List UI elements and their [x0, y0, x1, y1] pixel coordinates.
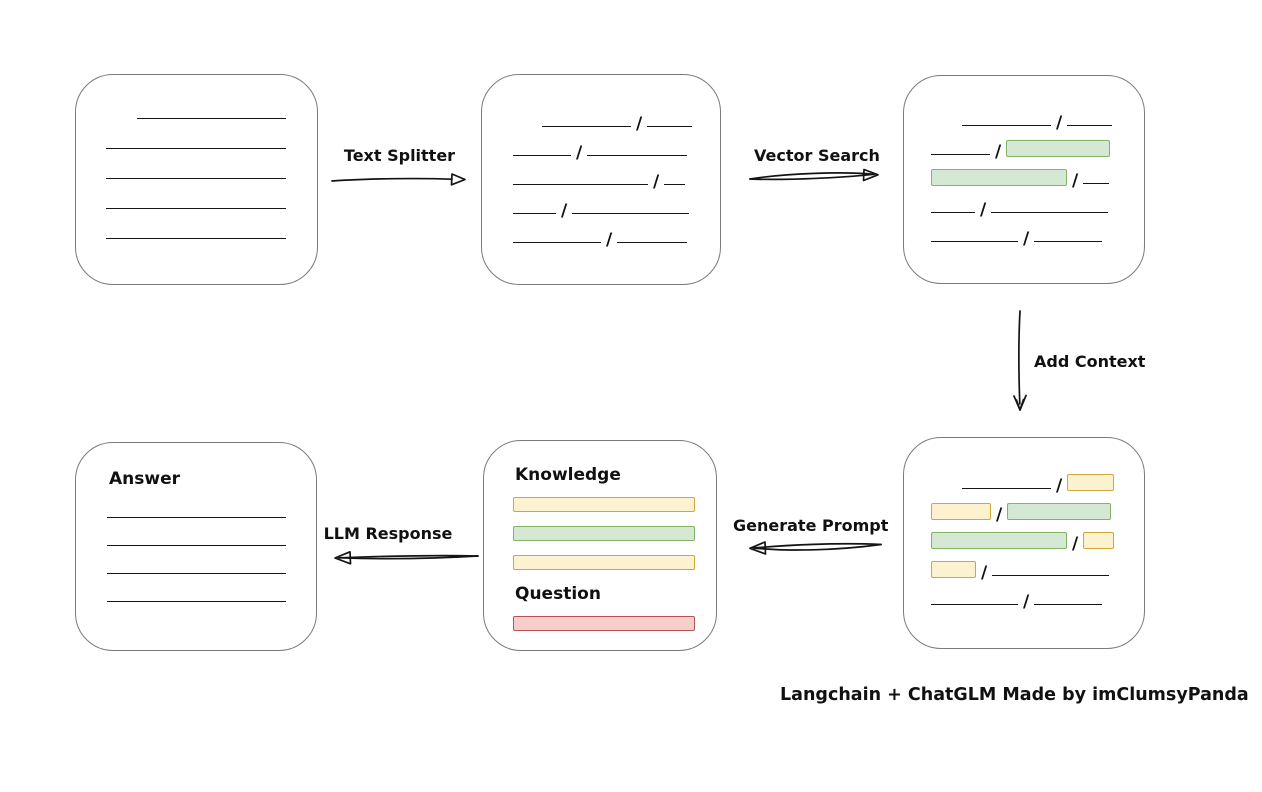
- text-line: [962, 125, 1051, 126]
- slash-separator: /: [1023, 592, 1030, 612]
- chunk-row: /: [513, 141, 720, 163]
- chunk-row: /: [513, 199, 720, 221]
- answer-box: Answer: [75, 442, 317, 651]
- text-line: [572, 213, 690, 214]
- chunk-row: /: [931, 169, 1144, 191]
- chunk-row: [106, 165, 317, 181]
- chunk-row: /: [931, 227, 1144, 249]
- yellow-prompt-bar: [513, 555, 695, 570]
- diagram-caption: Langchain + ChatGLM Made by imClumsyPand…: [780, 685, 1249, 705]
- text-line: [107, 601, 286, 602]
- chunk-row: [106, 195, 317, 211]
- llm-response-arrow-icon: [334, 550, 479, 565]
- add-context-label: Add Context: [1034, 352, 1146, 371]
- text-line: [931, 241, 1018, 242]
- text-line: [107, 573, 286, 574]
- chunk-row: [106, 135, 317, 151]
- text-line: [962, 488, 1051, 489]
- chunk-row: [106, 105, 317, 121]
- answer-lines: [107, 517, 316, 602]
- text-line: [106, 148, 286, 149]
- yellow-chunk-bar: [1067, 474, 1115, 491]
- chunk-row: [106, 225, 317, 241]
- slash-separator: /: [1056, 113, 1063, 133]
- slash-separator: /: [1072, 171, 1079, 191]
- text-line: [513, 213, 556, 214]
- chunk-row: /: [931, 590, 1144, 612]
- text-line: [513, 242, 601, 243]
- chunk-row: /: [513, 170, 720, 192]
- slash-separator: /: [1072, 534, 1079, 554]
- green-chunk-bar: [1006, 140, 1111, 157]
- yellow-chunk-bar: [1083, 532, 1115, 549]
- slash-separator: /: [996, 505, 1003, 525]
- generate-prompt-arrow-icon: [749, 541, 882, 555]
- green-chunk-bar: [931, 532, 1067, 549]
- yellow-chunk-bar: [931, 561, 976, 578]
- text-line: [107, 517, 286, 518]
- text-line: [106, 208, 286, 209]
- slash-separator: /: [1023, 229, 1030, 249]
- text-line: [542, 126, 631, 127]
- answer-label: Answer: [109, 469, 180, 489]
- text-line: [991, 212, 1109, 213]
- text-line: [931, 154, 990, 155]
- green-chunk-bar: [931, 169, 1067, 186]
- add-context-arrow-icon: [1013, 310, 1027, 411]
- text-splitter-arrow-icon: [331, 173, 466, 186]
- text-line: [137, 118, 286, 119]
- chunk-row: /: [931, 111, 1144, 133]
- chunk-row: /: [931, 140, 1144, 162]
- slash-separator: /: [606, 230, 613, 250]
- text-line: [107, 545, 286, 546]
- text-line: [1083, 183, 1110, 184]
- text-splitter-label: Text Splitter: [343, 146, 456, 165]
- context-box: / / / / /: [903, 437, 1145, 649]
- text-line: [106, 178, 286, 179]
- chunk-row: /: [513, 228, 720, 250]
- slash-separator: /: [981, 563, 988, 583]
- slash-separator: /: [995, 142, 1002, 162]
- vector-search-result-box: / / / / /: [903, 75, 1145, 284]
- chunk-row: /: [931, 198, 1144, 220]
- green-prompt-bar: [513, 526, 695, 541]
- yellow-chunk-bar: [931, 503, 991, 520]
- chunk-row: /: [931, 532, 1144, 554]
- chunk-row: /: [513, 112, 720, 134]
- slash-separator: /: [1056, 476, 1063, 496]
- text-line: [664, 184, 686, 185]
- chunk-row: /: [931, 503, 1144, 525]
- green-chunk-bar: [1007, 503, 1112, 520]
- text-line: [992, 575, 1110, 576]
- slash-separator: /: [980, 200, 987, 220]
- vector-search-arrow-icon: [749, 168, 879, 182]
- knowledge-label: Knowledge: [515, 465, 621, 485]
- llm-response-label: LLM Response: [323, 524, 453, 543]
- slash-separator: /: [561, 201, 568, 221]
- chunk-row: /: [931, 474, 1144, 496]
- text-line: [1067, 125, 1113, 126]
- text-line: [931, 212, 975, 213]
- text-line: [1034, 241, 1103, 242]
- question-label: Question: [515, 584, 601, 604]
- text-line: [647, 126, 693, 127]
- text-line: [513, 155, 571, 156]
- text-line: [106, 238, 286, 239]
- slash-separator: /: [636, 114, 643, 134]
- red-prompt-bar: [513, 616, 695, 631]
- vector-search-label: Vector Search: [754, 146, 880, 165]
- text-line: [1034, 604, 1103, 605]
- text-line: [587, 155, 688, 156]
- chunk-row: /: [931, 561, 1144, 583]
- slash-separator: /: [576, 143, 583, 163]
- generate-prompt-label: Generate Prompt: [733, 516, 889, 535]
- split-text-box: / / / / /: [481, 74, 721, 285]
- document-box: [75, 74, 318, 285]
- yellow-prompt-bar: [513, 497, 695, 512]
- text-line: [513, 184, 648, 185]
- slash-separator: /: [653, 172, 660, 192]
- text-line: [617, 242, 688, 243]
- text-line: [931, 604, 1018, 605]
